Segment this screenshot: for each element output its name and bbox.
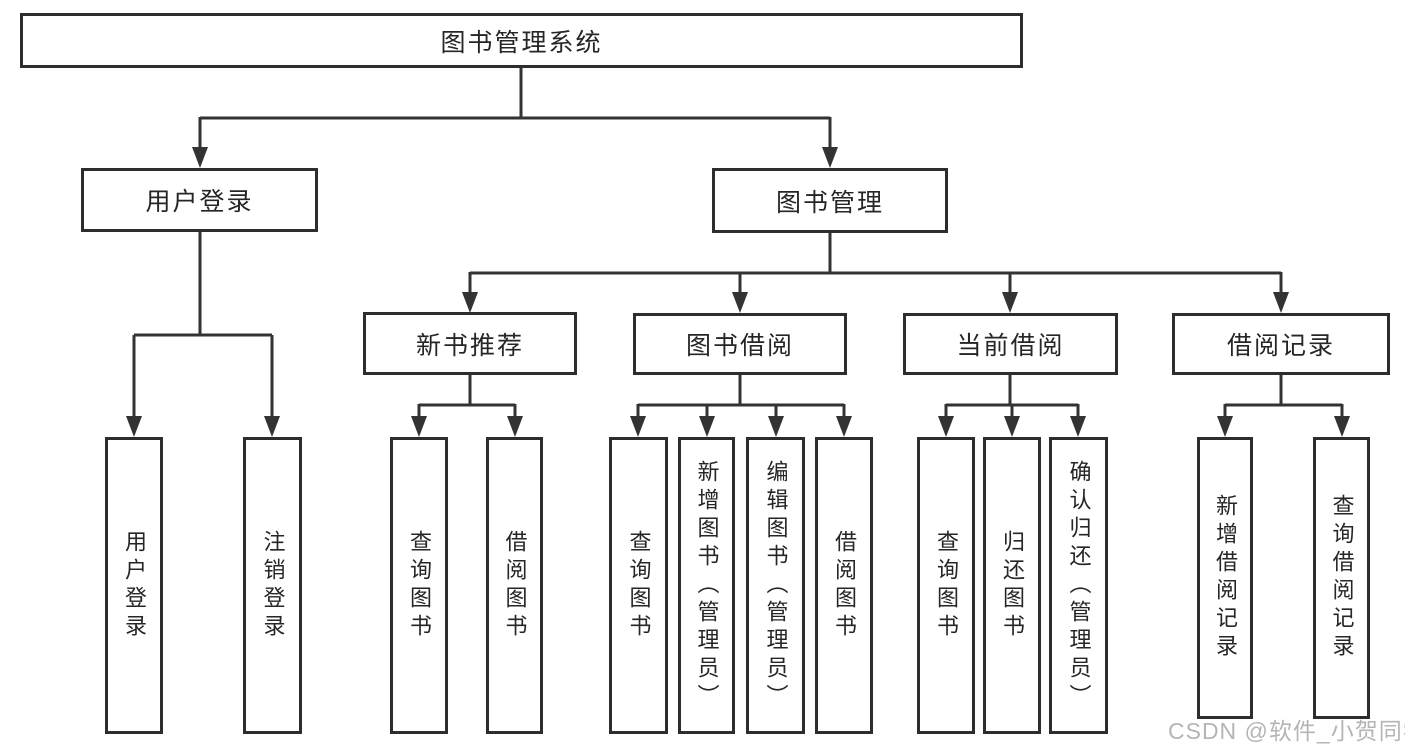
leaf-current-query-books: 查询图书 bbox=[917, 437, 975, 734]
arrowhead bbox=[462, 292, 478, 313]
leaf-confirm-return-admin: 确认归还（管理员） bbox=[1049, 437, 1108, 734]
arrowhead bbox=[822, 147, 838, 168]
connector-user-login-leaves bbox=[126, 232, 280, 437]
arrowhead bbox=[126, 416, 142, 437]
node-user-login-branch: 用户登录 bbox=[81, 168, 318, 232]
csdn-watermark: CSDN @软件_小贺同学 bbox=[1168, 718, 1405, 744]
leaf-borrow-books: 借阅图书 bbox=[815, 437, 873, 734]
arrowhead bbox=[1070, 416, 1086, 437]
node-book-borrow: 图书借阅 bbox=[633, 313, 847, 375]
arrowhead bbox=[1002, 292, 1018, 313]
arrowhead bbox=[836, 416, 852, 437]
arrowhead bbox=[768, 416, 784, 437]
arrowhead bbox=[1334, 416, 1350, 437]
connector-current-borrow-leaves bbox=[938, 375, 1086, 437]
node-library-management-system: 图书管理系统 bbox=[20, 13, 1023, 68]
leaf-query-borrow-record: 查询借阅记录 bbox=[1313, 437, 1370, 719]
connector-borrow-records-leaves bbox=[1217, 375, 1350, 437]
leaf-borrow-query-books: 查询图书 bbox=[609, 437, 668, 734]
connector-new-book-leaves bbox=[411, 375, 523, 437]
node-borrow-records: 借阅记录 bbox=[1172, 313, 1390, 375]
connector-book-management-modules bbox=[462, 233, 1289, 313]
leaf-add-books-admin: 新增图书（管理员） bbox=[678, 437, 735, 734]
arrowhead bbox=[699, 416, 715, 437]
arrowhead bbox=[938, 416, 954, 437]
leaf-user-login: 用户登录 bbox=[105, 437, 163, 734]
leaf-add-borrow-record: 新增借阅记录 bbox=[1197, 437, 1253, 719]
leaf-edit-books-admin: 编辑图书（管理员） bbox=[746, 437, 805, 734]
arrowhead bbox=[1004, 416, 1020, 437]
arrowhead bbox=[411, 416, 427, 437]
leaf-recommend-borrow-books: 借阅图书 bbox=[486, 437, 543, 734]
leaf-recommend-query-books: 查询图书 bbox=[390, 437, 448, 734]
arrowhead bbox=[507, 416, 523, 437]
leaf-return-books: 归还图书 bbox=[983, 437, 1041, 734]
arrowhead bbox=[732, 292, 748, 313]
leaf-logout: 注销登录 bbox=[243, 437, 302, 734]
arrowhead bbox=[1217, 416, 1233, 437]
node-book-management: 图书管理 bbox=[712, 168, 948, 233]
node-new-book-recommend: 新书推荐 bbox=[363, 312, 577, 375]
arrowhead bbox=[192, 147, 208, 168]
connector-book-borrow-leaves bbox=[630, 375, 852, 437]
arrowhead bbox=[630, 416, 646, 437]
node-current-borrow: 当前借阅 bbox=[903, 313, 1118, 375]
arrowhead bbox=[1273, 292, 1289, 313]
arrowhead bbox=[264, 416, 280, 437]
connector-root-branches bbox=[192, 68, 838, 168]
